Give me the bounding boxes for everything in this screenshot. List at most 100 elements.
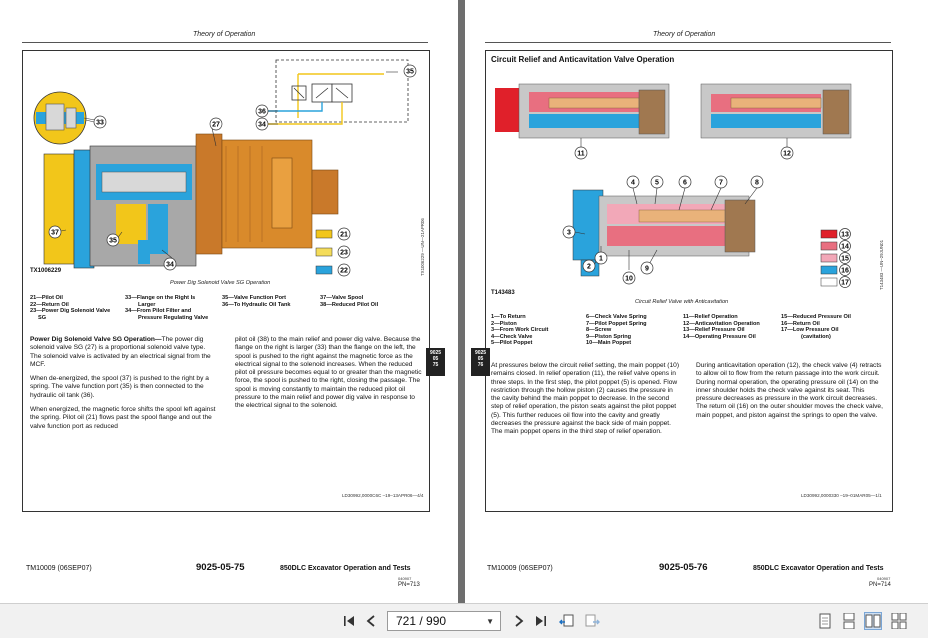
svg-text:15: 15 [841, 256, 849, 263]
callout-10: 10 [622, 271, 636, 285]
svg-text:16: 16 [841, 268, 849, 275]
svg-text:11: 11 [577, 151, 585, 158]
svg-text:1: 1 [599, 256, 603, 263]
callout-12: 12 [780, 146, 794, 160]
svg-text:35: 35 [406, 69, 414, 76]
hydraulic-schematic [266, 59, 409, 125]
doc-code: LD30992,0000C6C –19–13APR06—4/4 [342, 493, 424, 498]
body-column-1: Power Dig Solenoid Valve SG Operation—Th… [30, 336, 216, 430]
callout-34: 34 [255, 117, 269, 131]
page-number-value: 721 / 990 [396, 614, 447, 628]
doc-code: LD30992,0000330 –19–01MAR05—1/1 [801, 493, 882, 498]
callout-4: 4 [626, 175, 640, 189]
callout-35: 35 [403, 64, 417, 78]
svg-text:2: 2 [587, 264, 591, 271]
color-key: 21 23 22 [315, 227, 351, 277]
svg-text:37: 37 [51, 230, 59, 237]
header-rule [22, 42, 428, 43]
page-header: Theory of Operation [653, 31, 716, 38]
svg-text:23: 23 [340, 250, 348, 257]
footer-title: 850DLC Excavator Operation and Tests [753, 565, 884, 572]
figure-id: T143483 [491, 290, 515, 296]
figure-title: Circuit Relief and Anticavitation Valve … [491, 55, 675, 64]
last-page-icon[interactable] [532, 612, 550, 630]
callout-11: 11 [574, 146, 588, 160]
footer-date-code: 040907 [877, 576, 891, 581]
body-column-1: At pressures below the circuit relief se… [491, 362, 680, 436]
callout-34b: 34 [163, 257, 177, 271]
relief-valve-figure: 11 12 4 5 6 7 8 3 2 1 10 9 13 14 15 16 1… [495, 83, 852, 288]
left-page: Theory of Operation [0, 0, 458, 603]
continuous-icon[interactable] [840, 612, 858, 630]
page-gutter [458, 0, 465, 603]
footer-page-number: 9025-05-75 [196, 562, 245, 573]
callout-7: 7 [714, 175, 728, 189]
relief-operation-illustration [495, 83, 670, 148]
figure-caption: Power Dig Solenoid Valve SG Operation [170, 280, 271, 286]
svg-text:21: 21 [340, 232, 348, 239]
figure-caption: Circuit Relief Valve with Anticavitation [635, 299, 729, 305]
first-page-icon[interactable] [340, 612, 358, 630]
svg-text:5: 5 [655, 180, 659, 187]
footer-pn: PN=714 [869, 582, 891, 588]
callout-37: 37 [48, 225, 62, 239]
two-page-continuous-icon[interactable] [890, 612, 908, 630]
callout-1: 1 [594, 251, 608, 265]
callout-9: 9 [640, 261, 654, 275]
footer-manual-id: TM10009 (06SEP07) [487, 565, 553, 572]
callout-8: 8 [750, 175, 764, 189]
svg-text:35: 35 [109, 238, 117, 245]
footer-title: 850DLC Excavator Operation and Tests [280, 565, 411, 572]
svg-text:10: 10 [625, 276, 633, 283]
back-icon[interactable] [558, 612, 576, 630]
right-page: Theory of Operation Circuit Relief and A… [465, 0, 928, 603]
footer-pn: PN=713 [398, 582, 420, 588]
valve-housing [43, 145, 197, 269]
anticavitation-operation-illustration [700, 83, 852, 148]
svg-text:36: 36 [258, 109, 266, 116]
svg-text:34: 34 [258, 122, 266, 129]
forward-icon[interactable] [583, 612, 601, 630]
footer-date-code: 040907 [398, 576, 412, 581]
callout-2: 2 [582, 259, 596, 273]
svg-text:22: 22 [340, 268, 348, 275]
svg-text:8: 8 [755, 180, 759, 187]
callout-35b: 35 [106, 233, 120, 247]
body-column-2: pilot oil (38) to the main relief and po… [235, 336, 422, 410]
previous-page-icon[interactable] [362, 612, 380, 630]
svg-text:12: 12 [783, 151, 791, 158]
svg-text:7: 7 [719, 180, 723, 187]
header-rule [485, 42, 891, 43]
svg-text:3: 3 [567, 230, 571, 237]
page-header: Theory of Operation [193, 31, 256, 38]
svg-text:33: 33 [96, 120, 104, 127]
body-column-2: During anticavitation operation (12), th… [696, 362, 883, 419]
single-page-icon[interactable] [816, 612, 834, 630]
solenoid-body [195, 133, 339, 255]
section-title: Power Dig Solenoid Valve SG Operation— [30, 336, 162, 343]
callout-3: 3 [562, 225, 576, 239]
svg-text:13: 13 [841, 232, 849, 239]
two-page-icon[interactable] [864, 612, 882, 630]
main-valve-illustration [572, 189, 756, 277]
page-number-select[interactable]: 721 / 990 ▼ [387, 611, 501, 631]
svg-text:34: 34 [166, 262, 174, 269]
next-page-icon[interactable] [510, 612, 528, 630]
figure-id: TX1006229 [30, 268, 62, 274]
svg-text:9: 9 [645, 266, 649, 273]
callout-27: 27 [209, 117, 223, 131]
svg-text:4: 4 [631, 180, 635, 187]
figure-side-code: T143483 —UN–29JUN01 [879, 239, 884, 290]
footer-manual-id: TM10009 (06SEP07) [26, 565, 92, 572]
footer-page-number: 9025-05-76 [659, 562, 708, 573]
